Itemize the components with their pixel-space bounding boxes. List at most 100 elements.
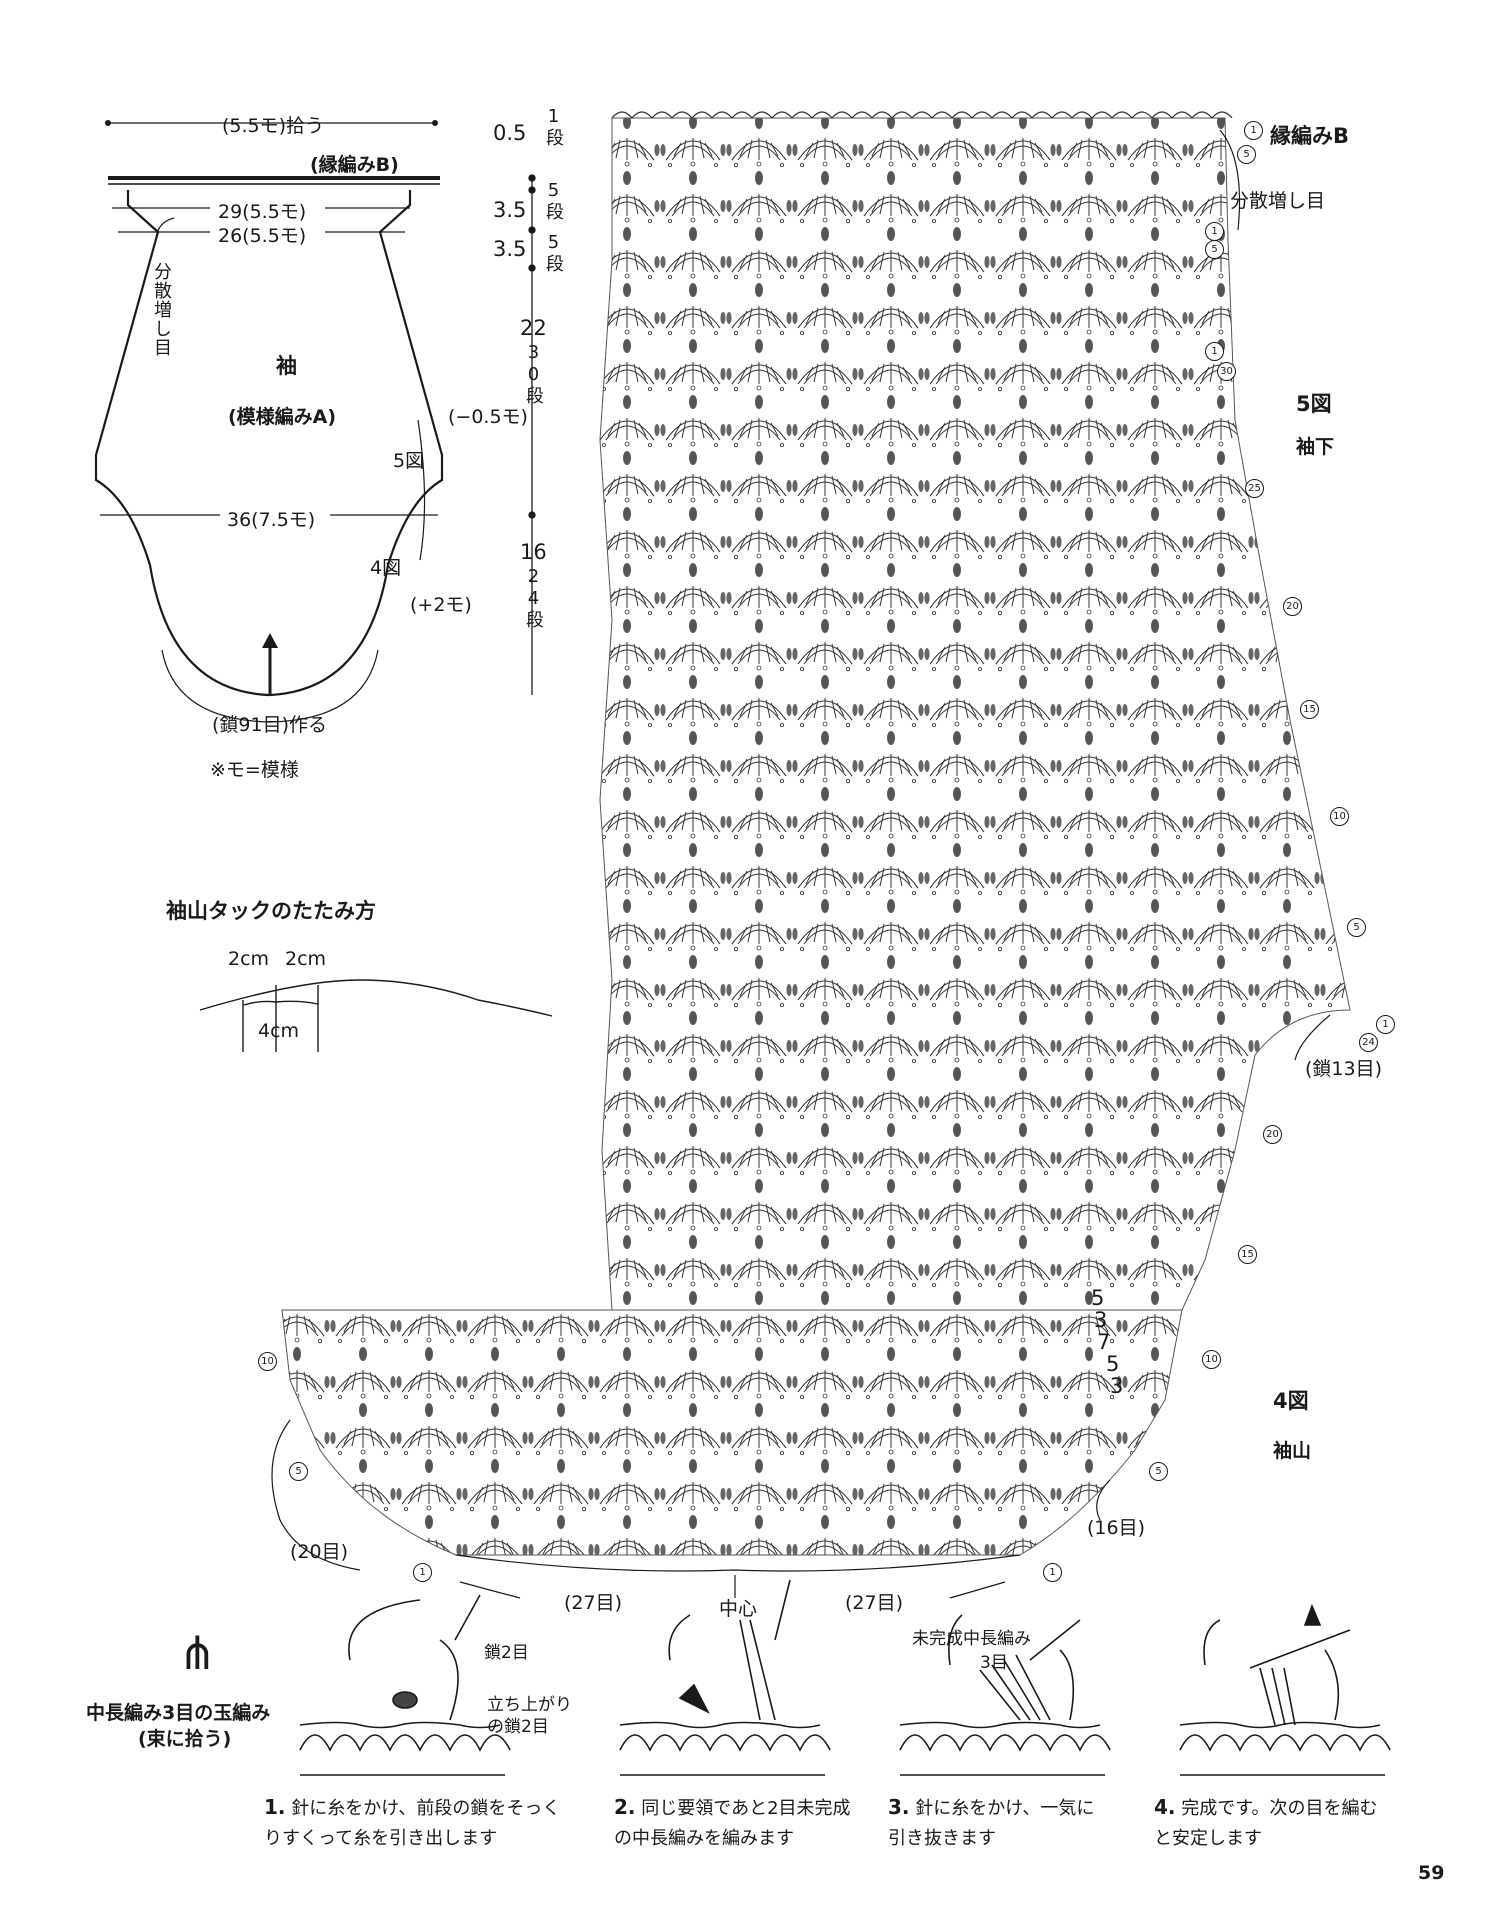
- stitch20-label: (20目): [290, 1541, 349, 1563]
- center-label: 中心: [719, 1598, 758, 1620]
- side-number: 3: [1110, 1374, 1124, 1398]
- step-number: 4.: [1154, 1795, 1176, 1819]
- row-marker: 10: [258, 1352, 277, 1371]
- row-marker: 1: [1376, 1015, 1395, 1034]
- measure-rows: 24段: [523, 566, 544, 629]
- step-2-caption: 2. 同じ要領であと2目未完成の中長編みを編みます: [614, 1792, 854, 1854]
- chain13-label: (鎖13目): [1305, 1058, 1383, 1080]
- row-marker: 15: [1300, 700, 1319, 719]
- technique-illustrations: [299, 1579, 1391, 1776]
- fig4-title: 4図: [1273, 1389, 1309, 1413]
- row-marker: 1: [413, 1563, 432, 1582]
- tuck-right-label: 2cm: [285, 948, 327, 970]
- measure-cm: 0.5: [493, 121, 527, 145]
- step-text: 同じ要領であと2目未完成の中長編みを編みます: [614, 1798, 851, 1849]
- tuck-left-label: 2cm: [228, 948, 270, 970]
- row-marker: 1: [1244, 121, 1263, 140]
- step-number: 3.: [888, 1795, 910, 1819]
- step-text: 針に糸をかけ、一気に引き抜きます: [888, 1798, 1095, 1849]
- increase-side-label: (+2モ): [410, 594, 472, 616]
- fig4-reference: 4図: [370, 557, 402, 579]
- measure-rows: 30段: [523, 342, 544, 405]
- fig5-subtitle: 袖下: [1296, 436, 1335, 458]
- tuck-title: 袖山タックのたたみ方: [166, 899, 376, 923]
- border-b-label: (縁編みB): [310, 154, 399, 176]
- row-marker: 5: [289, 1462, 308, 1481]
- side-number: 5: [1091, 1286, 1105, 1310]
- width-top-label: 29(5.5モ): [218, 201, 307, 223]
- technique-subtitle: (束に拾う): [138, 1728, 232, 1750]
- measure-cm: 22: [520, 316, 547, 340]
- row-marker: 20: [1263, 1125, 1282, 1144]
- row-marker: 25: [1245, 479, 1264, 498]
- border-b-chart-label: 縁編みB: [1270, 124, 1350, 148]
- row-marker: 1: [1205, 222, 1224, 241]
- crochet-chart-fig5: [599, 117, 1351, 1311]
- measure-cm: 3.5: [493, 237, 527, 261]
- step-3-caption: 3. 針に糸をかけ、一気に引き抜きます: [888, 1792, 1098, 1854]
- step1-label: 鎖2目: [484, 1643, 529, 1663]
- fig5-reference: 5図: [393, 450, 425, 472]
- chain-start-label: (鎖91目)作る: [212, 714, 328, 736]
- increase-chart-label: 分散増し目: [1230, 190, 1326, 212]
- width-mid-label: 36(7.5モ): [227, 509, 316, 531]
- arrow-up-icon: [262, 633, 278, 695]
- row-marker: 24: [1359, 1033, 1378, 1052]
- side-number: 5: [1106, 1352, 1120, 1376]
- row-marker: 20: [1283, 597, 1302, 616]
- pattern-a-label: (模様編みA): [228, 406, 337, 428]
- measure-cm: 3.5: [493, 198, 527, 222]
- footnote: ※モ=模様: [210, 759, 299, 781]
- row-marker: 15: [1238, 1245, 1257, 1264]
- step-1-caption: 1. 針に糸をかけ、前段の鎖をそっくりすくって糸を引き出します: [264, 1792, 564, 1854]
- stitch27-left-label: (27目): [564, 1592, 623, 1614]
- decrease-label: (−0.5モ): [448, 406, 528, 428]
- step2-illustration: [619, 1579, 831, 1776]
- row-marker: 10: [1202, 1350, 1221, 1369]
- step-4-caption: 4. 完成です。次の目を編むと安定します: [1154, 1792, 1384, 1854]
- stitch16-label: (16目): [1087, 1517, 1146, 1539]
- sleeve-title: 袖: [276, 354, 297, 378]
- fig4-subtitle: 袖山: [1273, 1440, 1312, 1462]
- side-number: 7: [1097, 1330, 1111, 1354]
- row-marker: 10: [1330, 807, 1349, 826]
- step-number: 2.: [614, 1795, 636, 1819]
- picot-edge: [611, 111, 1233, 119]
- row-marker: 30: [1217, 362, 1236, 381]
- measurement-scale: [528, 174, 536, 695]
- measure-rows: 5段: [543, 232, 564, 273]
- step-text: 針に糸をかけ、前段の鎖をそっくりすくって糸を引き出します: [264, 1798, 561, 1849]
- row-marker: 5: [1347, 918, 1366, 937]
- row-marker: 5: [1237, 145, 1256, 164]
- measure-rows: 1段: [543, 106, 564, 147]
- step3-label: 3目: [980, 1653, 1008, 1673]
- step-number: 1.: [264, 1795, 286, 1819]
- measure-cm: 16: [520, 540, 547, 564]
- step3-label: 未完成中長編み: [912, 1629, 1031, 1649]
- increase-vertical-label: 分散増し目: [151, 262, 172, 357]
- step3-illustration: [899, 1614, 1111, 1776]
- width-second-label: 26(5.5モ): [218, 225, 307, 247]
- step1-label: 立ち上がり: [487, 1695, 572, 1715]
- fig5-title: 5図: [1296, 392, 1332, 416]
- schematic-guides: [100, 207, 438, 723]
- stitch27-right-label: (27目): [845, 1592, 904, 1614]
- top-pickup-label: (5.5モ)拾う: [222, 115, 325, 137]
- bobble-stitch-icon: ⋔: [178, 1626, 217, 1680]
- step4-illustration: [1179, 1603, 1391, 1776]
- tuck-bottom-label: 4cm: [258, 1020, 300, 1042]
- page-number: 59: [1418, 1862, 1445, 1884]
- row-marker: 1: [1043, 1563, 1062, 1582]
- chart-guides: [271, 129, 1331, 1599]
- technique-title: 中長編み3目の玉編み: [86, 1702, 271, 1724]
- step1-label: の鎖2目: [487, 1717, 549, 1737]
- row-marker: 5: [1205, 240, 1224, 259]
- measure-rows: 5段: [543, 180, 564, 221]
- step-text: 完成です。次の目を編むと安定します: [1154, 1798, 1378, 1849]
- row-marker: 5: [1149, 1462, 1168, 1481]
- step1-illustration: [299, 1594, 511, 1776]
- side-number: 3: [1094, 1308, 1108, 1332]
- tuck-diagram: [199, 979, 553, 1052]
- crochet-chart-fig4: [281, 1309, 1183, 1556]
